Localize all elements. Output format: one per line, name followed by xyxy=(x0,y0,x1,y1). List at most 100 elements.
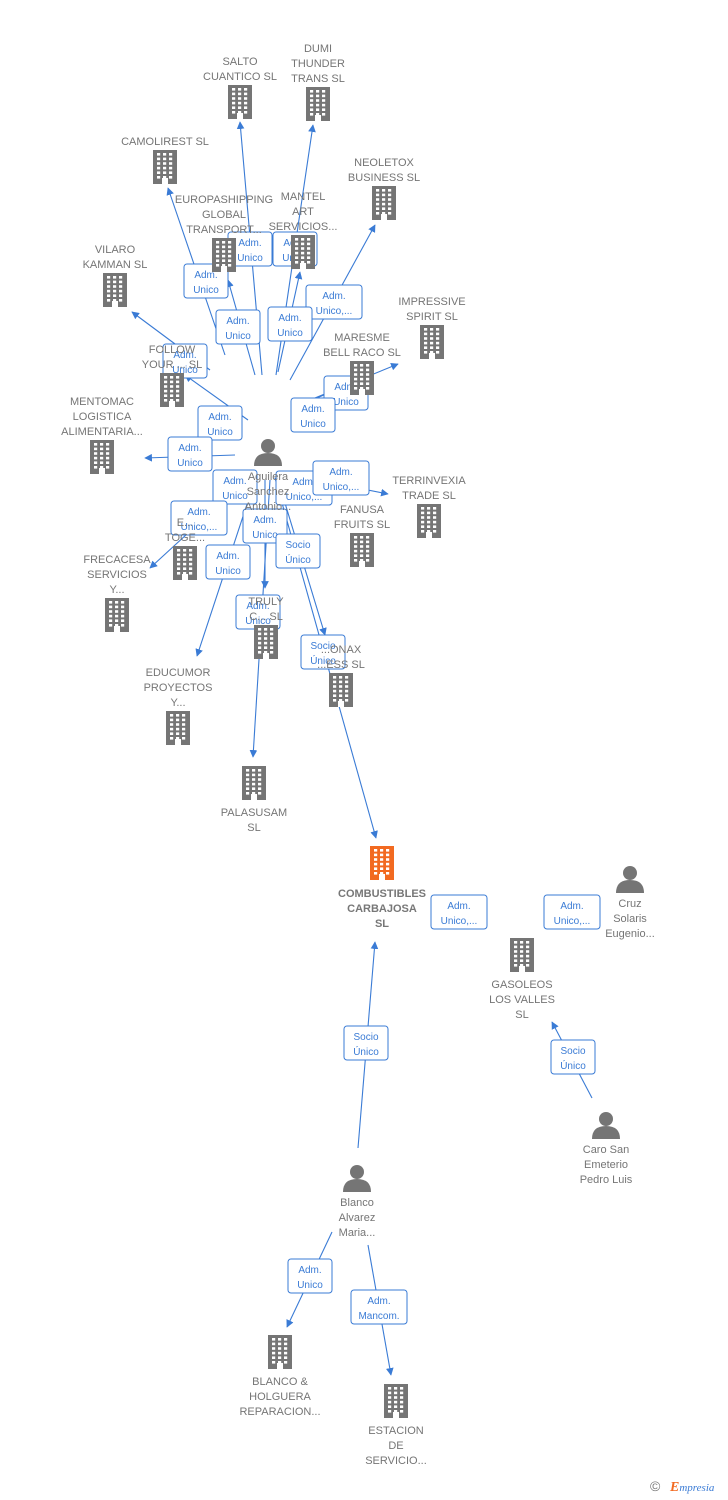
building-window xyxy=(380,849,384,852)
role-badge[interactable]: Adm.Unico,... xyxy=(305,284,363,320)
role-badge-text: Adm. xyxy=(246,601,269,612)
role-badge[interactable]: Adm.Unico xyxy=(183,263,229,299)
person-icon xyxy=(343,1179,371,1192)
role-badge[interactable]: Adm.Unico xyxy=(212,469,258,505)
role-badge-text: Adm. xyxy=(226,316,249,327)
building-window xyxy=(307,261,311,264)
role-badge[interactable]: Adm.Unico xyxy=(227,231,273,267)
node-label-line: C... SL xyxy=(249,611,283,623)
building-window xyxy=(388,193,392,197)
role-badge[interactable]: Adm.Unico xyxy=(215,309,261,345)
role-badge[interactable]: Adm.Unico,... xyxy=(430,894,488,930)
role-badge-text: Unico xyxy=(215,566,241,577)
person-node[interactable]: AguileraSanchezAntonio... xyxy=(245,439,291,513)
building-window xyxy=(216,259,220,262)
role-badge-box xyxy=(197,405,243,441)
building-window xyxy=(189,549,193,552)
building-window xyxy=(94,447,98,451)
building-window xyxy=(374,849,378,852)
role-badge-text: Unico,... xyxy=(323,482,360,493)
building-window xyxy=(430,341,434,345)
company-node[interactable]: MANTELARTSERVICIOS... xyxy=(269,191,338,269)
person-node[interactable]: CruzSolarisEugenio... xyxy=(605,866,655,940)
role-badge[interactable]: Adm.Unico,... xyxy=(312,460,370,496)
building-window xyxy=(307,247,311,250)
empresia-logo[interactable]: Empresia xyxy=(670,1480,714,1496)
building-window xyxy=(157,162,161,165)
role-badge[interactable]: Adm.Mancom. xyxy=(350,1289,408,1325)
building-window xyxy=(316,108,320,111)
node-label-line: ART xyxy=(292,206,314,218)
building-window xyxy=(246,778,250,781)
building-window xyxy=(113,294,117,297)
building-window xyxy=(176,723,180,726)
company-node[interactable]: ...ONAX...ESS SL xyxy=(317,644,365,707)
role-badge[interactable]: Adm.Unico xyxy=(167,436,213,472)
building-window xyxy=(360,536,364,539)
building-window xyxy=(119,276,123,279)
company-node[interactable]: EUROPASHIPPINGGLOBALTRANSPORT... xyxy=(175,194,273,272)
role-badge[interactable]: Adm.Unico xyxy=(290,397,336,433)
building-window xyxy=(170,399,174,402)
building-window xyxy=(380,872,384,875)
role-badge[interactable]: Adm.Unico xyxy=(205,544,251,580)
role-badge-text: Adm. xyxy=(301,404,324,415)
role-badge[interactable]: Adm.Unico xyxy=(267,306,313,342)
building-window xyxy=(169,171,173,174)
building-window xyxy=(316,103,320,107)
building-window xyxy=(360,364,364,367)
node-label-line: E... xyxy=(177,517,194,529)
role-badge[interactable]: Adm.Unico,... xyxy=(170,500,228,536)
role-badge-box xyxy=(300,634,346,670)
role-badge-box xyxy=(212,469,258,505)
building-window xyxy=(106,443,110,446)
building-window xyxy=(109,601,113,604)
company-node[interactable]: E...TOGE... xyxy=(165,517,205,580)
building-window xyxy=(526,964,530,967)
company-node[interactable]: FRECACESASERVICIOSY... xyxy=(83,554,151,632)
building-window xyxy=(182,727,186,731)
building-door xyxy=(338,701,344,707)
role-badge[interactable]: Adm.Unico xyxy=(242,508,288,544)
node-label-line: PROYECTOS xyxy=(144,682,213,694)
building-window xyxy=(366,536,370,539)
building-window xyxy=(258,778,262,781)
building-window xyxy=(176,380,180,384)
company-node[interactable]: ESTACIONDESERVICIO... xyxy=(365,1384,427,1467)
company-node[interactable]: BLANCO &HOLGUERAREPARACION... xyxy=(239,1335,321,1418)
building-window xyxy=(252,787,256,790)
building-window xyxy=(228,264,232,267)
building-window xyxy=(244,101,248,105)
building-window xyxy=(366,368,370,372)
company-node[interactable]: EDUCUMORPROYECTOSY... xyxy=(144,667,213,745)
role-badge[interactable]: Adm.Unico,... xyxy=(543,894,601,930)
company-node[interactable]: CAMOLIREST SL xyxy=(121,136,209,184)
role-badge[interactable]: Adm.Unico xyxy=(197,405,243,441)
role-badge[interactable]: Adm.Unico xyxy=(162,343,208,379)
building-window xyxy=(183,562,187,566)
person-node[interactable]: BlancoAlvarezMaria... xyxy=(339,1165,376,1239)
role-badge[interactable]: Adm.Unico xyxy=(287,1258,333,1294)
building-window xyxy=(520,941,524,944)
node-label-line: SL xyxy=(515,1009,528,1021)
company-node[interactable]: MENTOMACLOGISTICAALIMENTARIA... xyxy=(61,396,143,474)
